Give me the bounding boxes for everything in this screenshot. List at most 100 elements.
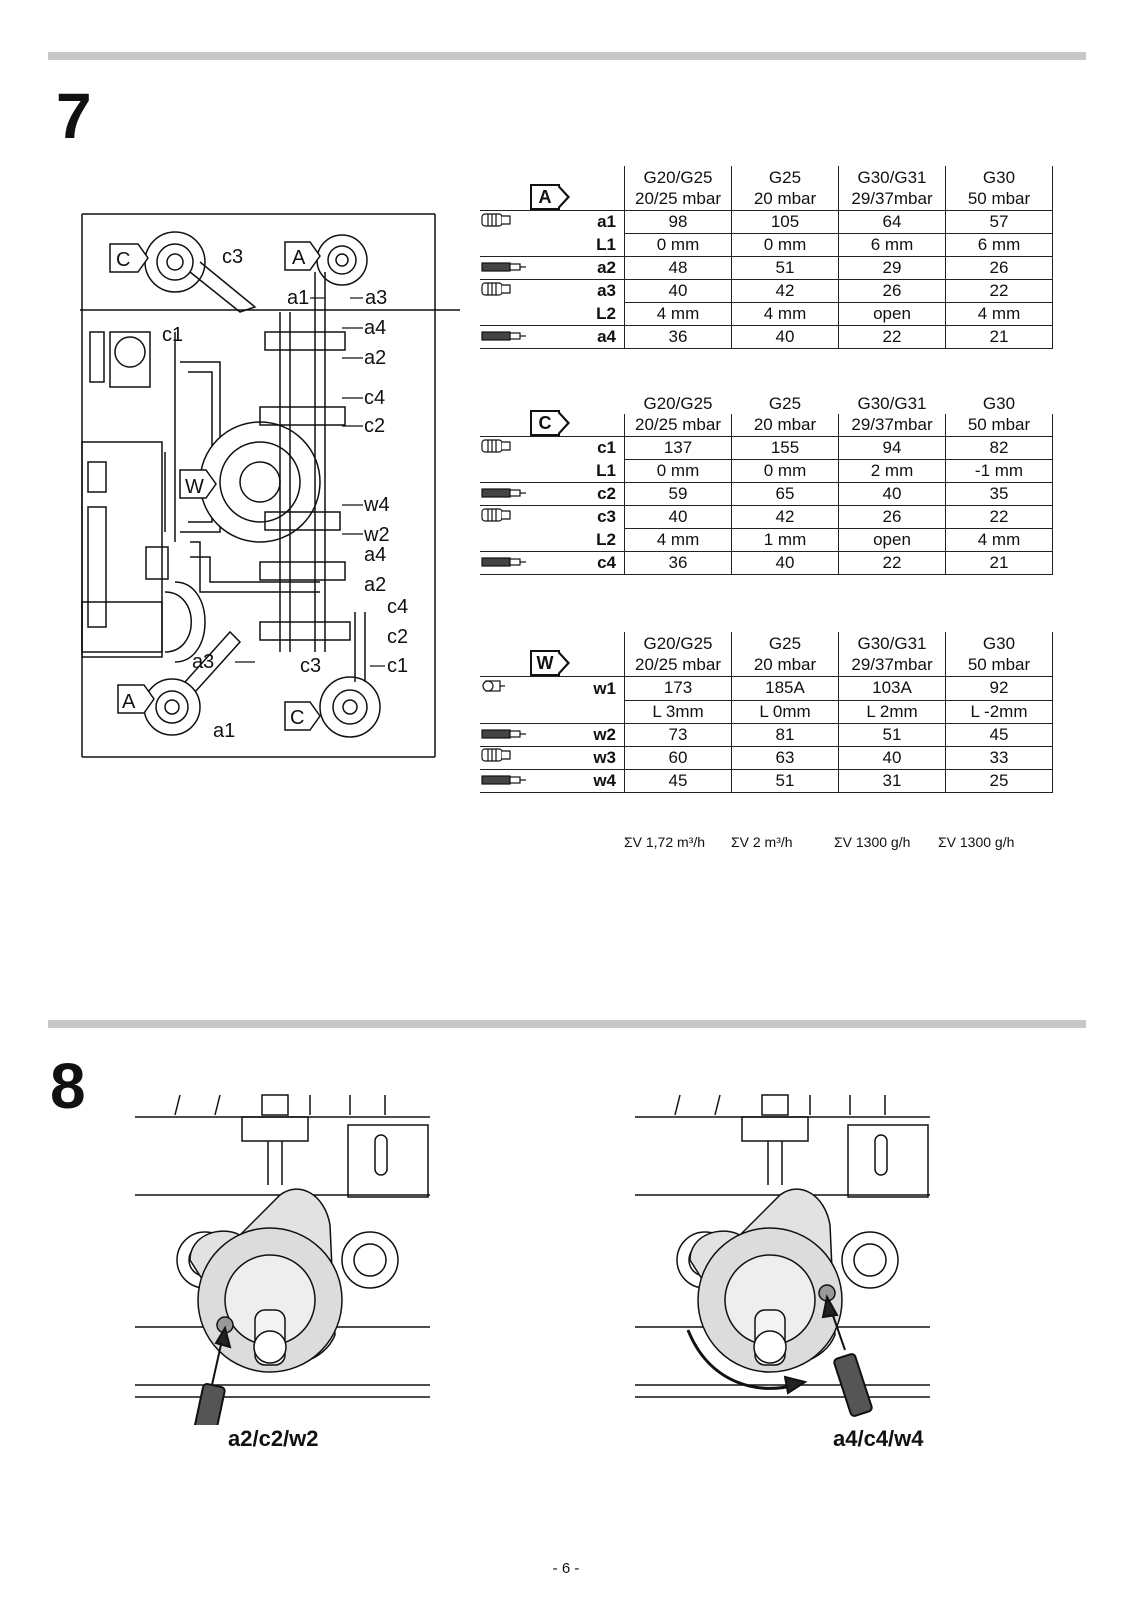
table-cell: 92 [945, 676, 1053, 701]
row-key: c4 [552, 551, 625, 575]
nozzle-icon [480, 439, 514, 458]
table-cell: 42 [731, 505, 839, 529]
adjust-screw-icon [480, 725, 528, 744]
table-cell: 40 [731, 325, 839, 349]
hdr-col2: G25 [731, 632, 839, 654]
adjust-screw-icon [480, 258, 528, 277]
table-cell: 42 [731, 279, 839, 303]
table-cell: 82 [945, 436, 1053, 460]
row-key: w2 [552, 723, 625, 747]
table-cell: 4 mm [945, 302, 1053, 326]
table-cell: 105 [731, 210, 839, 234]
table-cell: 6 mm [838, 233, 946, 257]
table-cell: 2 mm [838, 459, 946, 483]
table-cell: 33 [945, 746, 1053, 770]
hdr-col1: G20/G25 [624, 166, 732, 188]
table-cell: open [838, 528, 946, 552]
hdr-col4-sub: 50 mbar [945, 414, 1053, 437]
page-number: - 6 - [552, 1560, 580, 1577]
nozzle-icon [480, 282, 514, 301]
sum-col1: ΣV 1,72 m³/h [624, 834, 706, 850]
table-cell: 81 [731, 723, 839, 747]
table-W: W G20/G25 G25 G30/G31 G30 20/25 mbar 20 … [480, 632, 1053, 793]
table-cell: open [838, 302, 946, 326]
label-c1-lower: c1 [387, 655, 408, 677]
table-cell: 26 [945, 256, 1053, 280]
row-key: a2 [552, 256, 625, 280]
table-cell: 22 [945, 279, 1053, 303]
row-key: w4 [552, 769, 625, 793]
sum-col4: ΣV 1300 g/h [938, 834, 1015, 850]
label-a3: a3 [365, 287, 387, 309]
table-cell: 26 [838, 505, 946, 529]
table-cell: 94 [838, 436, 946, 460]
section-divider-8 [48, 1020, 1086, 1028]
hdr-col2-sub: 20 mbar [731, 414, 839, 437]
label-a1-lower: a1 [213, 720, 235, 742]
hdr-col2: G25 [731, 166, 839, 188]
nozzle-icon [480, 748, 514, 767]
hdr-col3: G30/G31 [857, 394, 927, 413]
badge-A: A [530, 184, 570, 210]
table-cell: 40 [838, 482, 946, 506]
table-cell: 45 [624, 769, 732, 793]
table-cell: 98 [624, 210, 732, 234]
table-cell: 40 [624, 505, 732, 529]
row-key: a4 [552, 325, 625, 349]
hdr-col1-sub: 20/25 mbar [624, 188, 732, 211]
table-cell: 0 mm [624, 459, 732, 483]
hdr-col2: G25 [768, 394, 802, 413]
row-key: w3 [552, 746, 625, 770]
section-number-8: 8 [50, 1050, 86, 1122]
table-cell: 25 [945, 769, 1053, 793]
label-C: C [116, 249, 130, 271]
sum-col3: ΣV 1300 g/h [834, 834, 911, 850]
label-c3-lower: c3 [300, 655, 321, 677]
adjustment-illustration-right [635, 1094, 930, 1417]
row-key: L1 [552, 233, 625, 257]
table-cell: 51 [731, 769, 839, 793]
table-cell: 65 [731, 482, 839, 506]
table-cell: 6 mm [945, 233, 1053, 257]
badge-W: W [530, 650, 570, 676]
table-C: C G20/G25 G25 G30/G31 G30 20/25 mbar 20 … [480, 392, 1053, 575]
table-cell: 36 [624, 325, 732, 349]
hdr-col4: G30 [945, 632, 1053, 654]
hdr-col3: G30/G31 [838, 632, 946, 654]
table-cell: -1 mm [945, 459, 1053, 483]
nozzle-icon [480, 213, 514, 232]
table-cell: 57 [945, 210, 1053, 234]
table-cell: 21 [945, 551, 1053, 575]
table-cell: L 0mm [731, 700, 839, 724]
table-cell: 40 [624, 279, 732, 303]
table-cell: 103A [838, 676, 946, 701]
row-key: c3 [597, 507, 616, 527]
table-cell: 155 [731, 436, 839, 460]
table-cell: L -2mm [945, 700, 1053, 724]
row-key: a3 [597, 281, 616, 301]
table-cell: 36 [624, 551, 732, 575]
row-key: c2 [552, 482, 625, 506]
hdr-col4-sub: 50 mbar [945, 188, 1053, 211]
table-cell: 64 [838, 210, 946, 234]
section-number-7: 7 [56, 80, 92, 152]
section-divider-7 [48, 52, 1086, 60]
adjust-screw-icon [480, 484, 528, 503]
table-cell: 59 [624, 482, 732, 506]
hdr-col3-sub: 29/37mbar [838, 414, 946, 437]
label-c1: c1 [162, 324, 183, 346]
label-c3: c3 [222, 246, 243, 268]
